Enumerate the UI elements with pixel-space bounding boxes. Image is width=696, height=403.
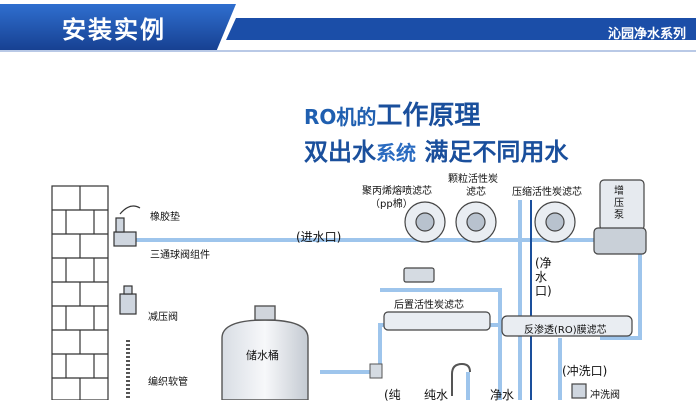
post-carbon-shape [383, 267, 491, 331]
valve-assembly [113, 205, 141, 247]
label-flush-outlet: (冲洗口) [562, 364, 608, 378]
section-title: 安装实例 [62, 16, 166, 44]
label-booster-pump: 增压泵 [614, 186, 624, 221]
label-compressed-carbon: 压缩活性炭滤芯 [512, 187, 582, 198]
label-pp-filter-line1: 聚丙烯熔喷滤芯 [362, 186, 432, 197]
booster-pump-shape [593, 179, 647, 255]
title-prefix: RO机的 [304, 105, 377, 129]
label-granular-carbon-line2: 滤芯 [466, 187, 486, 198]
label-rubber-gasket: 橡胶垫 [150, 212, 180, 223]
label-pressure-reducer: 减压阀 [148, 312, 178, 323]
ro-diagram [51, 179, 647, 400]
label-pure-water: 纯水 [424, 388, 449, 402]
storage-tank-shape [221, 305, 309, 400]
label-granular-carbon-line1: 颗粒活性炭 [448, 174, 498, 185]
filter-units [404, 201, 576, 243]
label-ro-membrane: 反渗透(RO)膜滤芯 [524, 325, 607, 336]
series-name: 沁园净水系列 [607, 27, 686, 42]
label-braided-hose: 编织软管 [148, 377, 188, 388]
diagram-title-line1: RO机的工作原理 [304, 95, 480, 132]
flush-valve-shape [571, 383, 587, 399]
pressure-reducer [119, 285, 137, 315]
label-pure-left: (纯 [384, 388, 401, 402]
label-flush-valve: 冲洗阀 [590, 390, 620, 401]
subtitle-main: 双出水 [304, 138, 376, 166]
label-storage-tank: 储水桶 [246, 349, 279, 362]
header-background [0, 0, 696, 52]
label-post-carbon: 后置活性炭滤芯 [394, 300, 464, 311]
faucets [369, 362, 471, 396]
label-clean-water: 净水 [490, 388, 515, 402]
subtitle-end: 满足不同用水 [416, 138, 569, 166]
diagram-title-line2: 双出水系统 满足不同用水 [304, 132, 568, 167]
label-inlet: (进水口) [296, 230, 342, 244]
ro-membrane-shape [501, 315, 633, 337]
subtitle-small: 系统 [376, 141, 416, 165]
label-pp-filter-line2: （pp棉） [370, 199, 413, 210]
label-clean-outlet: (净水口) [535, 256, 552, 298]
title-main: 工作原理 [376, 101, 481, 131]
brick-wall [51, 185, 109, 400]
header-banner: 安装实例 沁园净水系列 [0, 0, 696, 52]
label-three-way-valve: 三通球阀组件 [150, 250, 210, 261]
